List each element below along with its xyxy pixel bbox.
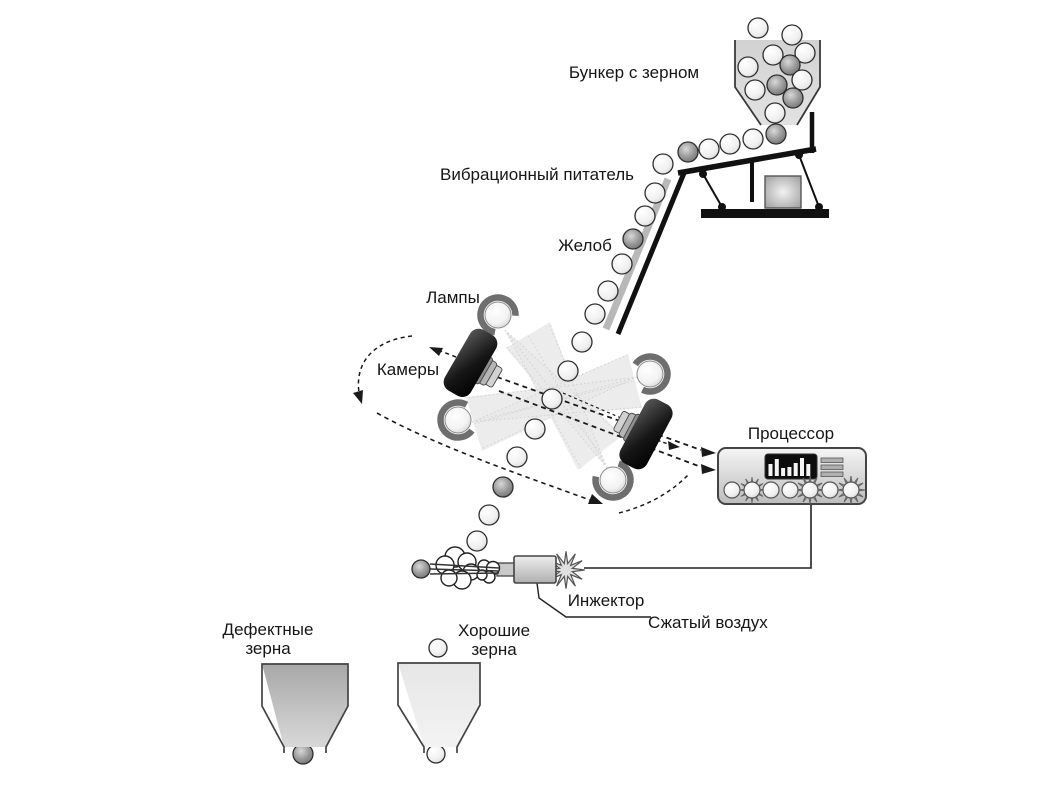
grain xyxy=(524,418,546,440)
label-accept-bin-line2: зерна xyxy=(471,640,517,659)
defective-grain xyxy=(782,87,804,109)
injector-body xyxy=(513,555,557,584)
processor-buttons xyxy=(723,481,860,499)
grain xyxy=(652,153,674,175)
label-hopper: Бункер с зерном xyxy=(568,63,700,82)
grain xyxy=(506,446,528,468)
defective-grain xyxy=(779,54,801,76)
grain xyxy=(737,56,759,78)
lamp-icon xyxy=(437,399,479,441)
ejected-grain xyxy=(411,559,431,579)
grain xyxy=(557,360,579,382)
control-wire xyxy=(584,504,812,569)
vent-lines-icon xyxy=(820,457,844,477)
label-reject-bin: Дефектные зерна xyxy=(223,620,314,658)
label-accept-bin: Хорошие зерна xyxy=(458,621,530,659)
grain xyxy=(584,303,606,325)
lamp-icon xyxy=(592,459,634,501)
grain xyxy=(428,638,448,658)
accept-bin-shape xyxy=(397,662,481,753)
grain xyxy=(611,253,633,275)
label-compressed-air: Сжатый воздух xyxy=(648,613,768,632)
camera-icon xyxy=(613,398,673,470)
grain xyxy=(478,504,500,526)
label-reject-bin-line1: Дефектные xyxy=(222,620,314,639)
defective-grain xyxy=(622,228,644,250)
defective-grain xyxy=(766,74,788,96)
speed-lines xyxy=(429,563,500,575)
grain xyxy=(634,205,656,227)
label-injector: Инжектор xyxy=(567,591,645,610)
processor-shape xyxy=(584,447,867,569)
grain xyxy=(541,388,563,410)
grain xyxy=(762,44,784,66)
grain xyxy=(426,744,446,764)
grain-stream xyxy=(292,17,816,765)
grain xyxy=(781,24,803,46)
label-lamps: Лампы xyxy=(426,288,480,307)
grain xyxy=(698,138,720,160)
lamp-icon xyxy=(477,294,519,336)
injector-shape xyxy=(411,546,651,618)
lamps-shape xyxy=(437,294,671,501)
grain xyxy=(644,182,666,204)
lamp-icon xyxy=(629,353,671,395)
defective-grain xyxy=(677,141,699,163)
grain xyxy=(597,280,619,302)
display-bars xyxy=(768,458,811,476)
grain xyxy=(794,42,816,64)
label-reject-bin-line2: зерна xyxy=(245,639,291,658)
label-accept-bin-line1: Хорошие xyxy=(457,621,531,640)
grain xyxy=(719,133,741,155)
label-chute: Желоб xyxy=(558,236,612,255)
grain xyxy=(742,128,764,150)
vibratory-feeder-shape xyxy=(677,112,829,218)
reject-bin-shape xyxy=(261,663,349,753)
defective-grain xyxy=(765,123,787,145)
grain xyxy=(747,17,769,39)
grain xyxy=(764,102,786,124)
label-processor: Процессор xyxy=(747,424,835,443)
chute-shape xyxy=(602,172,687,335)
grain xyxy=(571,331,593,353)
grain xyxy=(466,530,488,552)
grain xyxy=(791,69,813,91)
feeder-motor xyxy=(764,175,802,209)
label-cameras: Камеры xyxy=(376,360,440,379)
defective-grain xyxy=(492,476,514,498)
annotation-arrows xyxy=(353,335,716,514)
label-leader-line xyxy=(536,582,651,618)
camera-icon xyxy=(443,328,503,398)
label-feeder: Вибрационный питатель xyxy=(439,165,635,184)
grain xyxy=(744,79,766,101)
